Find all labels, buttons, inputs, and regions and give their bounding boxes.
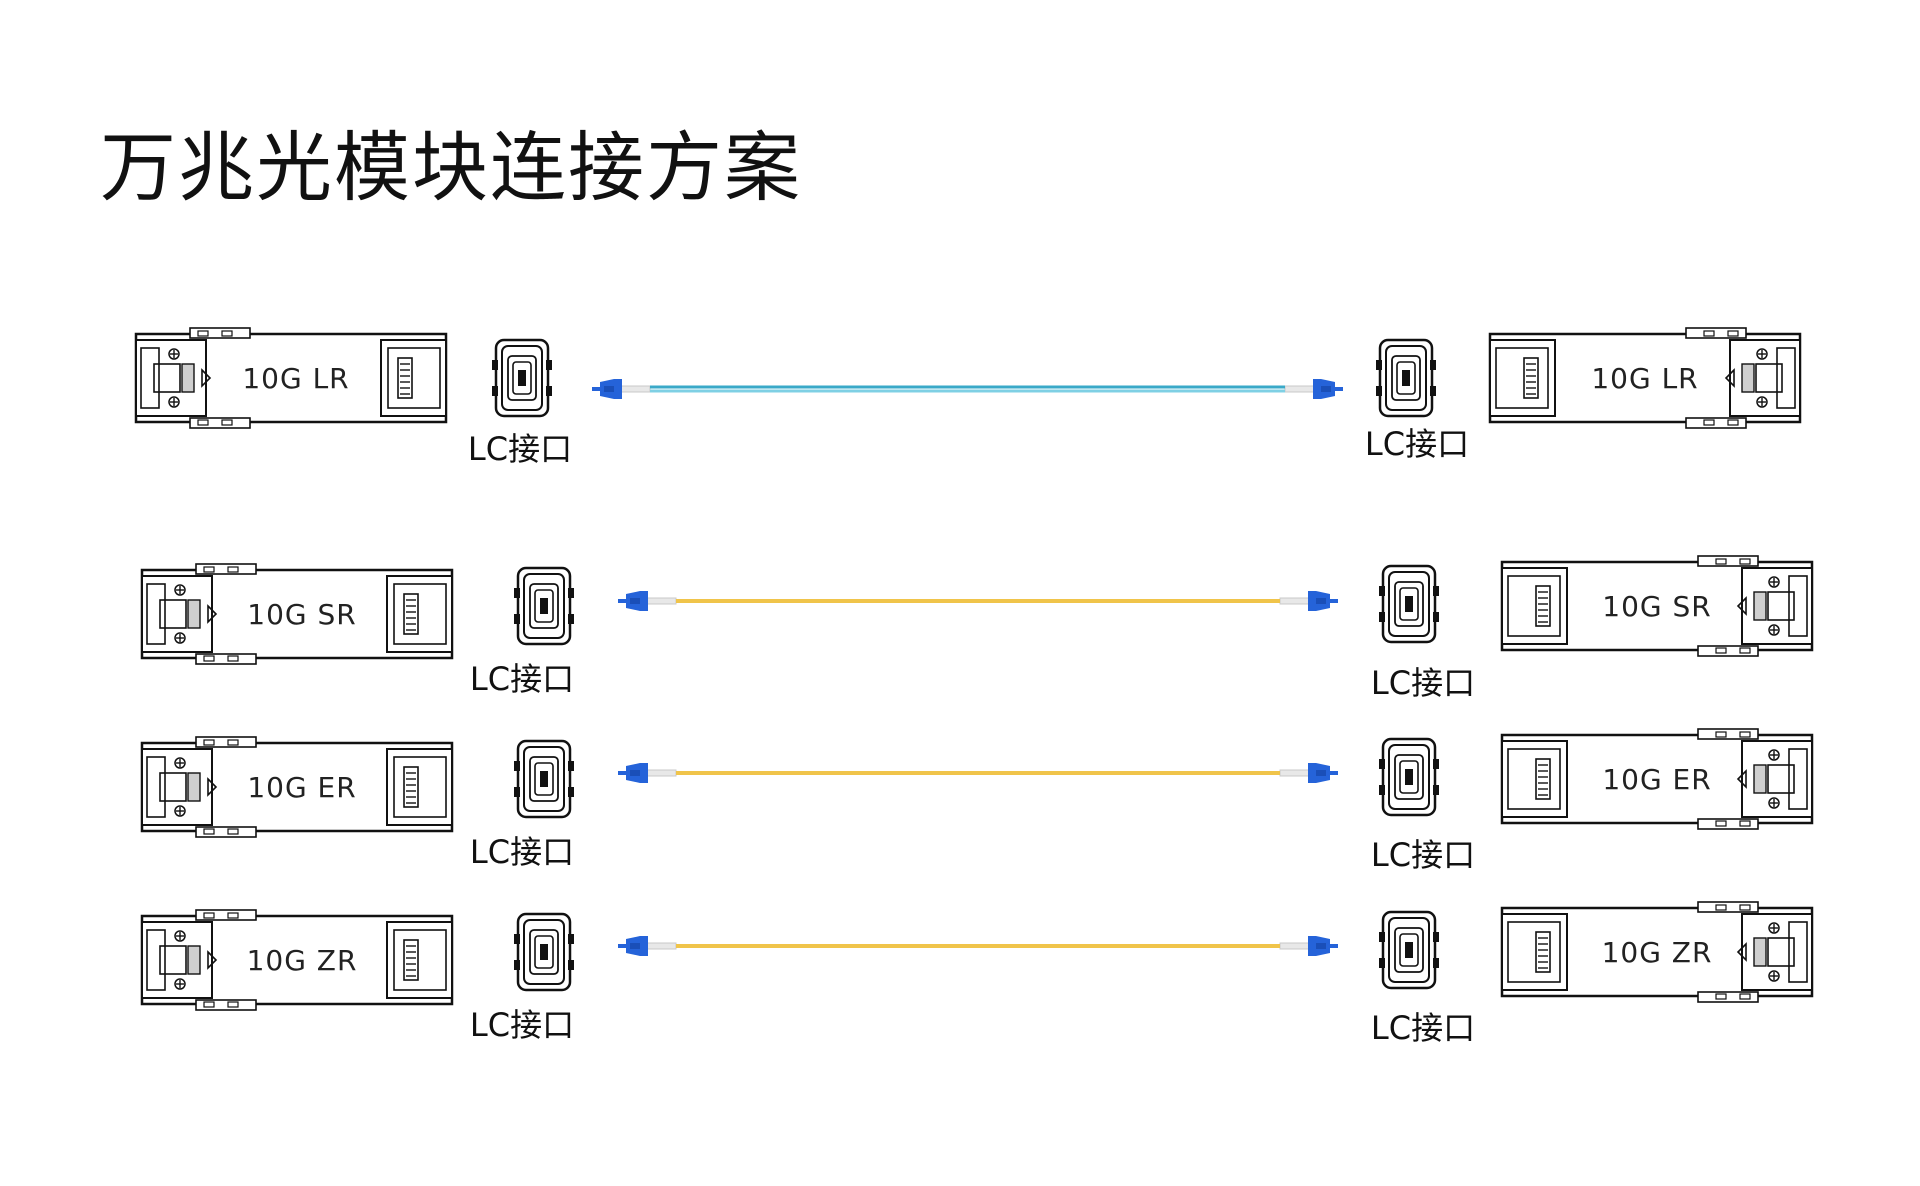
module-label-right: 10G SR (1602, 590, 1711, 623)
module-label-right: 10G LR (1591, 362, 1698, 395)
lc-plug-left (618, 591, 648, 611)
module-label-left: 10G ER (247, 771, 356, 804)
module-label-left: 10G ZR (247, 944, 358, 977)
lc-port-left (512, 912, 576, 992)
module-label-left: 10G SR (247, 598, 356, 631)
lc-port-right (1374, 338, 1438, 418)
lc-label-left: LC接口 (470, 1006, 574, 1044)
lc-port-right (1377, 564, 1441, 644)
module-label-right: 10G ZR (1602, 936, 1713, 969)
page-title: 万兆光模块连接方案 (100, 123, 802, 212)
module-label-left: 10G LR (242, 362, 349, 395)
lc-plug-left (618, 936, 648, 956)
connection-row: 10G LR 10G LR LC接口 LC接口 (134, 326, 1802, 468)
lc-label-right: LC接口 (1371, 836, 1475, 874)
connection-row: 10G ER 10G ER LC接口 LC接口 (140, 727, 1814, 874)
fiber-cable (645, 597, 1311, 605)
lc-port-left (512, 566, 576, 646)
lc-plug-right (1313, 379, 1343, 399)
lc-plug-left (618, 763, 648, 783)
fiber-cable (619, 385, 1316, 393)
connection-row: 10G SR 10G SR LC接口 LC接口 (140, 554, 1814, 702)
lc-label-right: LC接口 (1371, 1009, 1475, 1047)
lc-label-right: LC接口 (1365, 425, 1469, 463)
lc-label-left: LC接口 (470, 660, 574, 698)
lc-plug-right (1308, 591, 1338, 611)
connection-row: 10G ZR 10G ZR LC接口 LC接口 (140, 900, 1814, 1047)
lc-port-right (1377, 737, 1441, 817)
module-label-right: 10G ER (1602, 763, 1711, 796)
fiber-cable (645, 769, 1311, 777)
lc-label-left: LC接口 (468, 430, 572, 468)
lc-plug-right (1308, 763, 1338, 783)
fiber-cable (645, 942, 1311, 950)
lc-plug-right (1308, 936, 1338, 956)
lc-plug-left (592, 379, 622, 399)
lc-port-right (1377, 910, 1441, 990)
lc-port-left (490, 338, 554, 418)
lc-label-right: LC接口 (1371, 664, 1475, 702)
lc-port-left (512, 739, 576, 819)
lc-label-left: LC接口 (470, 833, 574, 871)
